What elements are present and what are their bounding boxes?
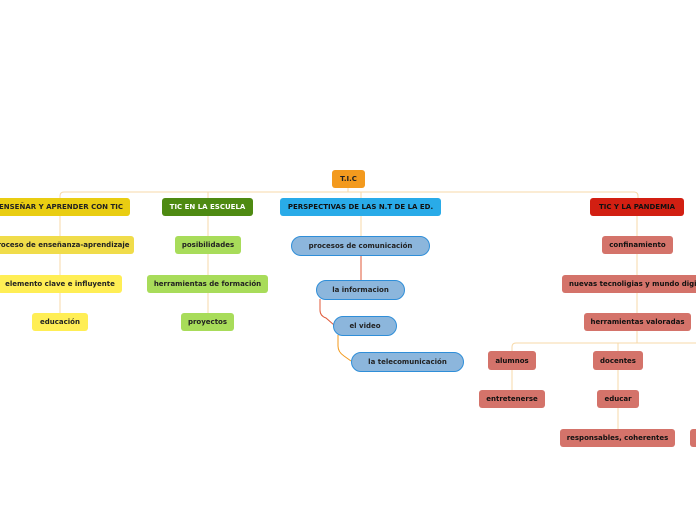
- node-label: la telecomunicación: [368, 358, 447, 366]
- branch-label: TIC EN LA ESCUELA: [169, 203, 246, 211]
- node-label: posibilidades: [181, 241, 235, 249]
- node-educacion[interactable]: educación: [32, 313, 88, 331]
- node-la-telecomunicacion[interactable]: la telecomunicación: [351, 352, 464, 372]
- root-label: T.I.C: [340, 175, 357, 183]
- node-herramientas-valoradas[interactable]: herramientas valoradas: [584, 313, 691, 331]
- node-posibilidades[interactable]: posibilidades: [175, 236, 241, 254]
- branch-tic-escuela-node[interactable]: TIC EN LA ESCUELA: [162, 198, 253, 216]
- node-herramientas-formacion[interactable]: herramientas de formación: [147, 275, 268, 293]
- node-la-informacion[interactable]: la informacion: [316, 280, 405, 300]
- node-proyectos[interactable]: proyectos: [181, 313, 234, 331]
- node-confinamiento[interactable]: confinamiento: [602, 236, 673, 254]
- node-label: elemento clave e influyente: [5, 280, 115, 288]
- branch-perspectivas-node[interactable]: PERSPECTIVAS DE LAS N.T DE LA ED.: [280, 198, 441, 216]
- node-alumnos[interactable]: alumnos: [488, 351, 536, 370]
- node-label: confinamiento: [609, 241, 666, 249]
- node-offscreen-partial[interactable]: [690, 429, 696, 447]
- node-label: alumnos: [495, 356, 529, 365]
- node-nuevas-tecnoligias[interactable]: nuevas tecnoligias y mundo digital: [562, 275, 696, 293]
- node-label: procesos de comunicación: [308, 242, 413, 250]
- node-responsables-coherentes[interactable]: responsables, coherentes: [560, 429, 675, 447]
- node-proceso-ensenanza[interactable]: proceso de enseñanza-aprendizaje: [0, 236, 134, 254]
- node-label: herramientas valoradas: [590, 318, 685, 326]
- node-label: herramientas de formación: [153, 280, 262, 288]
- node-label: el video: [349, 322, 381, 330]
- node-label: responsables, coherentes: [566, 434, 669, 442]
- node-label: proyectos: [187, 318, 228, 326]
- node-el-video[interactable]: el video: [333, 316, 397, 336]
- node-label: nuevas tecnoligias y mundo digital: [569, 280, 696, 288]
- branch-label: PERSPECTIVAS DE LAS N.T DE LA ED.: [287, 203, 434, 211]
- branch-label: TIC Y LA PANDEMIA: [598, 203, 676, 211]
- node-label: la informacion: [332, 286, 389, 294]
- node-label: docentes: [600, 356, 636, 365]
- branch-tic-pandemia-node[interactable]: TIC Y LA PANDEMIA: [590, 198, 684, 216]
- node-elemento-clave[interactable]: elemento clave e influyente: [0, 275, 122, 293]
- node-label: entretenerse: [486, 395, 538, 403]
- node-entretenerse[interactable]: entretenerse: [479, 390, 545, 408]
- branch-label: ENSEÑAR Y APRENDER CON TIC: [0, 203, 123, 211]
- node-educar[interactable]: educar: [597, 390, 639, 408]
- branch-ensenar-node[interactable]: ENSEÑAR Y APRENDER CON TIC: [0, 198, 130, 216]
- node-label: educación: [40, 318, 80, 326]
- node-label: educar: [604, 395, 632, 403]
- root-node[interactable]: T.I.C: [332, 170, 365, 188]
- node-docentes[interactable]: docentes: [593, 351, 643, 370]
- node-procesos-comunicacion[interactable]: procesos de comunicación: [291, 236, 430, 256]
- node-label: proceso de enseñanza-aprendizaje: [0, 241, 130, 249]
